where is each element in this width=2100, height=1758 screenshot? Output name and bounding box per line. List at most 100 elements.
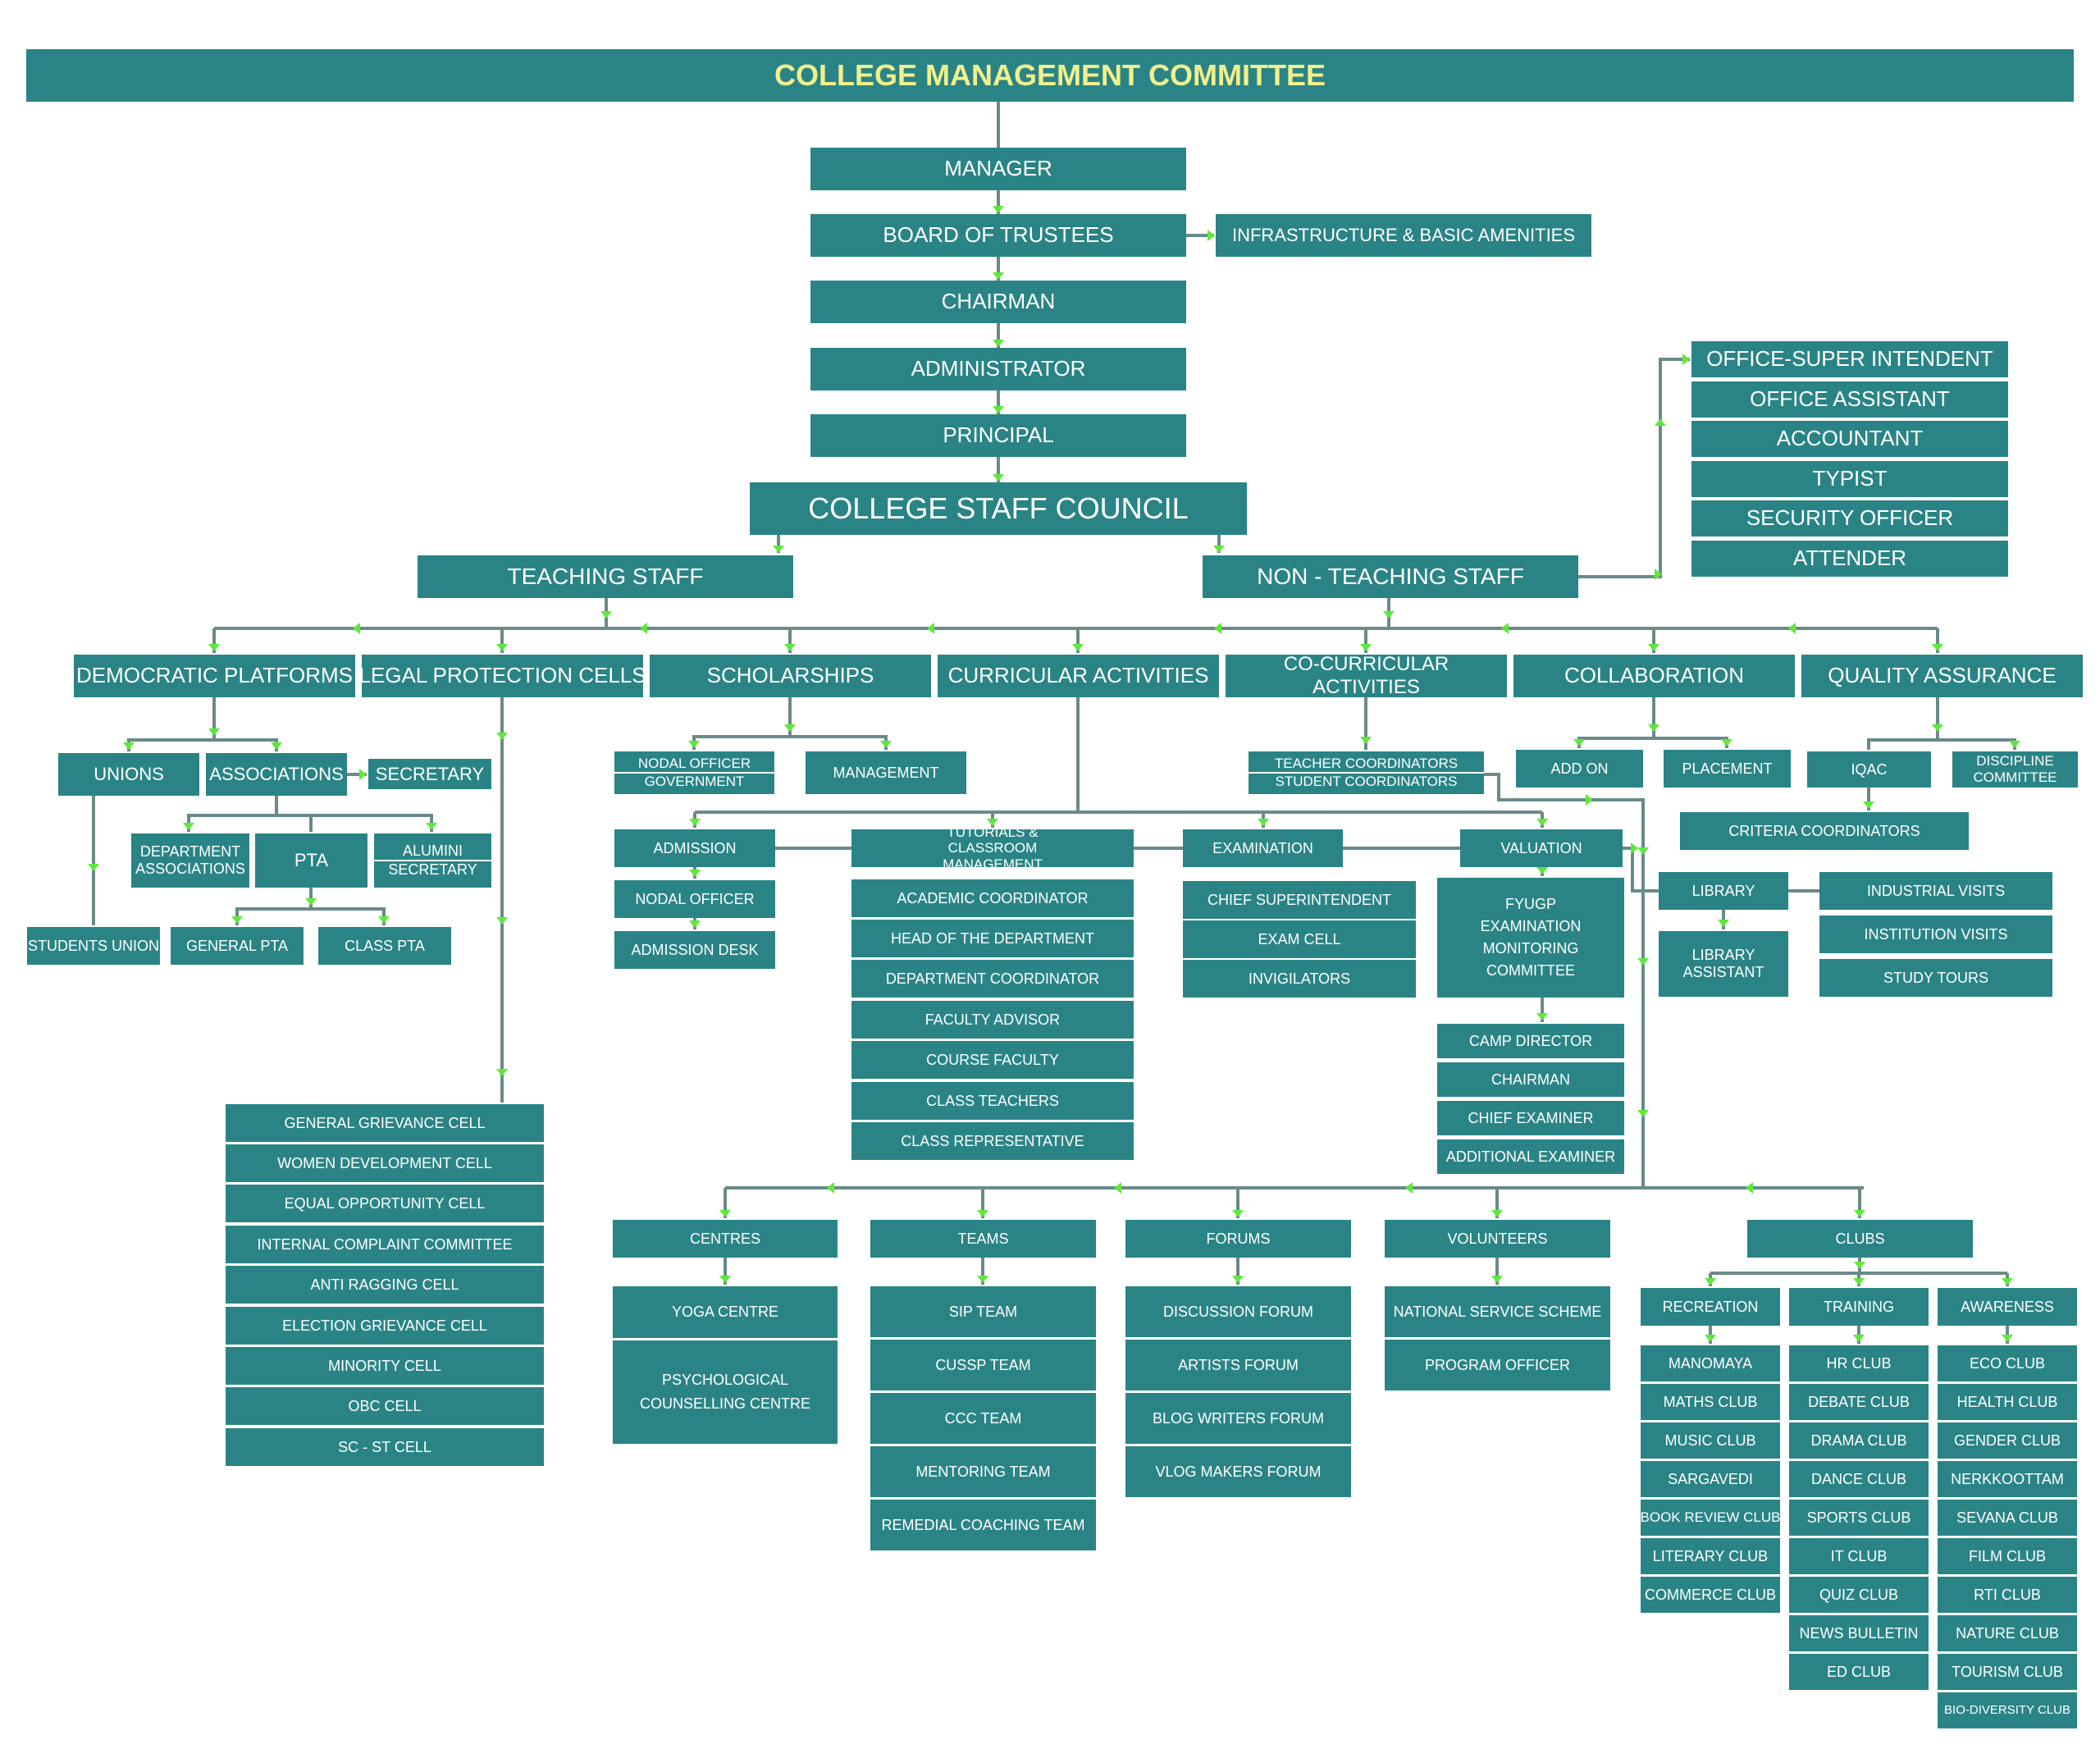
- connector-line: [790, 735, 888, 750]
- typist-box: TYPIST: [1691, 461, 2008, 497]
- arrowhead: [426, 823, 437, 830]
- connector-line: [187, 796, 278, 832]
- arrowhead: [977, 1210, 988, 1217]
- arrowhead: [1501, 623, 1509, 634]
- teaching-staff-box: TEACHING STAFF: [418, 555, 793, 598]
- arrowhead: [496, 917, 508, 925]
- arrowhead: [271, 742, 282, 750]
- arrowhead: [1853, 1335, 1865, 1342]
- recreation-box: RECREATION: [1641, 1288, 1780, 1326]
- exam-item: INVIGILATORS: [1183, 960, 1416, 998]
- training-club-item: QUIZ CLUB: [1789, 1577, 1929, 1613]
- arrowhead: [719, 1210, 731, 1217]
- arrowhead: [88, 864, 99, 871]
- manager-box: MANAGER: [810, 148, 1186, 190]
- arrowhead: [773, 546, 784, 553]
- arrowhead: [993, 474, 1004, 482]
- legal-cell-item: GENERAL GRIEVANCE CELL: [226, 1104, 544, 1142]
- arrowhead: [1631, 842, 1638, 854]
- alumini-box: ALUMINI SECRETARY: [374, 833, 491, 888]
- arrowhead: [496, 644, 508, 651]
- unions-box: UNIONS: [58, 753, 199, 796]
- arrowhead: [987, 819, 998, 826]
- recreation-club-item: SARGAVEDI: [1641, 1461, 1780, 1497]
- arrowhead: [1718, 920, 1729, 927]
- placement-box: PLACEMENT: [1664, 750, 1791, 788]
- infrastructure-box: INFRASTRUCTURE & BASIC AMENITIES: [1216, 214, 1591, 257]
- principal-box: PRINCIPAL: [810, 414, 1186, 457]
- tutorial-item: COURSE FACULTY: [851, 1041, 1134, 1079]
- arrowhead: [2009, 741, 2020, 748]
- co-curricular-activities-box: CO-CURRICULAR ACTIVITIES: [1226, 653, 1507, 698]
- recreation-club-item: COMMERCE CLUB: [1641, 1577, 1780, 1613]
- training-club-item: DEBATE CLUB: [1789, 1384, 1929, 1420]
- arrowhead: [1853, 1278, 1865, 1285]
- arrowhead: [1705, 1278, 1716, 1285]
- arrowhead: [1405, 1182, 1413, 1194]
- awareness-club-item: FILM CLUB: [1938, 1538, 2077, 1574]
- nodal-officer-label: NODAL OFFICER: [637, 756, 751, 772]
- arrowhead: [719, 1276, 731, 1283]
- arrowhead: [1637, 958, 1649, 966]
- arrowhead: [784, 644, 796, 651]
- management-box: MANAGEMENT: [806, 751, 966, 794]
- arrowhead: [1648, 724, 1659, 732]
- tutorial-item: DEPARTMENT COORDINATOR: [851, 960, 1134, 998]
- awareness-club-item: SEVANA CLUB: [1938, 1500, 2077, 1536]
- arrowhead: [977, 1276, 988, 1283]
- legal-protection-cells-box: LEGAL PROTECTION CELLS: [358, 655, 646, 697]
- nodal-officer-government-box: NODAL OFFICER GOVERNMENT: [614, 751, 774, 794]
- tutorial-item: FACULTY ADVISOR: [851, 1001, 1134, 1039]
- team-item: REMEDIAL COACHING TEAM: [870, 1500, 1096, 1550]
- arrowhead: [784, 724, 796, 732]
- arrowhead: [1232, 1276, 1244, 1283]
- arrowhead: [1586, 794, 1593, 806]
- arrowhead: [1655, 418, 1666, 426]
- arrowhead: [378, 916, 390, 924]
- arrowhead: [600, 611, 612, 619]
- awareness-club-item: ECO CLUB: [1938, 1345, 2077, 1381]
- alumini-label: ALUMINI: [402, 842, 463, 860]
- connector-line: [1654, 737, 1728, 748]
- general-pta-box: GENERAL PTA: [171, 927, 304, 965]
- arrowhead: [1383, 611, 1395, 619]
- arrowhead: [208, 644, 220, 651]
- forum-item: VLOG MAKERS FORUM: [1125, 1446, 1351, 1497]
- institution-visits-box: INSTITUTION VISITS: [1819, 916, 2052, 953]
- volunteer-item: NATIONAL SERVICE SCHEME: [1385, 1286, 1610, 1337]
- legal-cell-item: SC - ST CELL: [226, 1428, 544, 1466]
- arrowhead: [1536, 867, 1548, 874]
- quality-assurance-box: QUALITY ASSURANCE: [1801, 655, 2083, 697]
- arrowhead: [208, 728, 220, 736]
- arrowhead: [1932, 724, 1943, 732]
- recreation-club-item: BOOK REVIEW CLUB: [1641, 1500, 1781, 1536]
- connector-line: [276, 814, 433, 832]
- arrowhead: [1360, 644, 1372, 651]
- exam-item: EXAM CELL: [1183, 920, 1416, 958]
- forum-item: ARTISTS FORUM: [1125, 1340, 1351, 1390]
- admission-box: ADMISSION: [614, 829, 775, 867]
- arrowhead: [1746, 1182, 1753, 1194]
- arrowhead: [689, 819, 701, 826]
- admission-nodal-officer-box: NODAL OFFICER: [614, 880, 775, 918]
- arrowhead: [993, 206, 1004, 213]
- arrowhead: [2002, 1278, 2013, 1285]
- legal-cell-item: ANTI RAGGING CELL: [226, 1266, 544, 1304]
- pta-box: PTA: [255, 833, 368, 888]
- industrial-visits-box: INDUSTRIAL VISITS: [1819, 872, 2052, 910]
- arrowhead: [1932, 644, 1943, 651]
- centre-item: PSYCHOLOGICAL COUNSELLING CENTRE: [613, 1340, 838, 1444]
- arrowhead: [1536, 1013, 1548, 1021]
- arrowhead: [1214, 623, 1221, 634]
- associations-box: ASSOCIATIONS: [206, 753, 347, 796]
- arrowhead: [1721, 739, 1732, 747]
- arrowhead: [496, 733, 508, 740]
- training-club-item: SPORTS CLUB: [1789, 1500, 1929, 1536]
- connector-line: [1938, 738, 2016, 750]
- arrowhead: [1637, 1110, 1649, 1117]
- connector-line: [235, 888, 313, 925]
- department-associations-box: DEPARTMENT ASSOCIATIONS: [131, 833, 249, 888]
- training-club-item: ED CLUB: [1789, 1654, 1929, 1690]
- admission-desk-box: ADMISSION DESK: [614, 931, 775, 969]
- arrowhead: [1573, 739, 1585, 747]
